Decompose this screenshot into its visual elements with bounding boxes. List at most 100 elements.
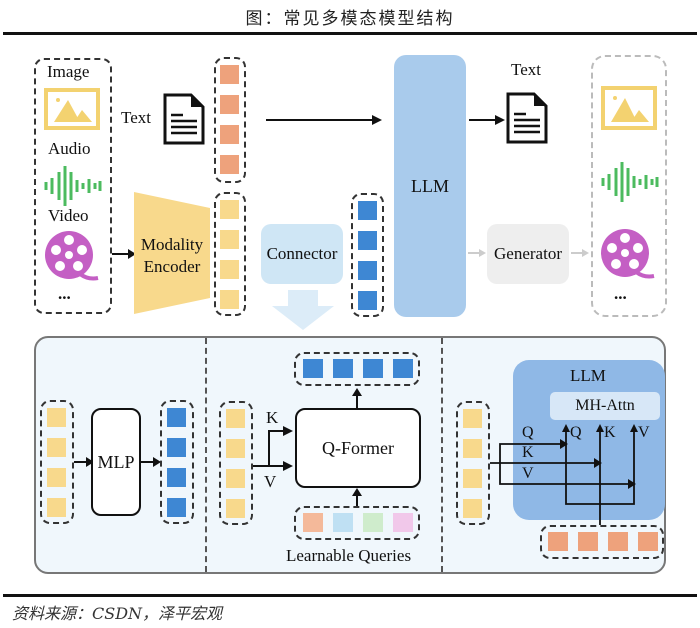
llm-token bbox=[333, 359, 353, 378]
qformer-block: Q-Former bbox=[295, 408, 421, 488]
llm-token bbox=[167, 438, 186, 457]
modality-encoder-shape bbox=[134, 192, 210, 314]
text-token bbox=[578, 532, 598, 551]
modality-token-group bbox=[214, 192, 246, 316]
source-note: 资料来源：CSDN，泽平宏观 bbox=[12, 604, 223, 623]
figure-title: 图：常见多模态模型结构 bbox=[245, 9, 455, 29]
panel-divider-1 bbox=[205, 338, 207, 572]
llm-token-group bbox=[351, 193, 384, 317]
mh-attn-label: MH-Attn bbox=[575, 397, 635, 414]
modality-token bbox=[220, 200, 239, 219]
llm-token bbox=[167, 468, 186, 487]
output-image-icon bbox=[601, 86, 657, 130]
bottom-rule bbox=[3, 594, 697, 597]
modality-token bbox=[226, 499, 245, 518]
text-input-label: Text bbox=[121, 108, 151, 127]
modality-encoder-label: Modality Encoder bbox=[136, 234, 208, 278]
llm-token bbox=[167, 498, 186, 517]
attn-llm-label: LLM bbox=[570, 366, 606, 385]
document-icon bbox=[163, 93, 205, 145]
modality-token bbox=[226, 409, 245, 428]
modality-token bbox=[463, 439, 482, 458]
llm-block: LLM bbox=[394, 55, 466, 317]
qformer-v-label: V bbox=[264, 472, 277, 491]
arrow-qformer-up bbox=[352, 388, 362, 408]
text-token bbox=[638, 532, 658, 551]
llm-token bbox=[358, 201, 377, 220]
mh-attn-block: MH-Attn bbox=[550, 392, 660, 420]
learnable-query-token bbox=[303, 513, 323, 532]
modality-token bbox=[47, 498, 66, 517]
arrow-queries-up bbox=[352, 488, 362, 508]
panel-divider-2 bbox=[441, 338, 443, 572]
llm-token bbox=[303, 359, 323, 378]
generator-label: Generator bbox=[494, 244, 562, 263]
attn-head-k-label: K bbox=[604, 424, 616, 441]
llm-token bbox=[167, 408, 186, 427]
llm-token bbox=[358, 261, 377, 280]
input-modalities-group bbox=[34, 58, 112, 314]
arrow-to-encoder bbox=[112, 249, 136, 259]
learnable-queries-group bbox=[294, 506, 420, 540]
modality-encoder-line1: Modality bbox=[140, 235, 204, 254]
modality-token bbox=[220, 260, 239, 279]
top-rule bbox=[3, 32, 697, 35]
mlp-block: MLP bbox=[91, 408, 141, 516]
connector-block: Connector bbox=[261, 224, 343, 284]
generator-block: Generator bbox=[487, 224, 569, 284]
qformer-k-label: K bbox=[266, 408, 279, 427]
modality-token bbox=[47, 468, 66, 487]
input-image-label: Image bbox=[47, 62, 90, 81]
arrow-llm-to-text bbox=[469, 115, 505, 125]
qformer-output-tokens bbox=[294, 352, 420, 386]
attn-llm-block bbox=[513, 360, 665, 520]
modality-token bbox=[220, 290, 239, 309]
text-token bbox=[548, 532, 568, 551]
text-token bbox=[608, 532, 628, 551]
attn-in-v-label: V bbox=[522, 465, 534, 482]
modality-token bbox=[226, 469, 245, 488]
text-token-group bbox=[214, 57, 246, 183]
modality-token bbox=[47, 438, 66, 457]
kv-arrows bbox=[253, 426, 293, 471]
modality-token bbox=[47, 408, 66, 427]
arrow-to-mlp bbox=[74, 457, 94, 467]
video-reel-icon bbox=[45, 231, 99, 281]
arrow-text-to-llm bbox=[266, 115, 382, 125]
modality-token bbox=[463, 469, 482, 488]
attn-head-v-label: V bbox=[638, 424, 650, 441]
text-output-label: Text bbox=[511, 60, 541, 79]
modality-token bbox=[463, 409, 482, 428]
qformer-input-tokens bbox=[219, 401, 253, 525]
arrow-from-mlp bbox=[141, 457, 161, 467]
qformer-label: Q-Former bbox=[322, 437, 394, 458]
learnable-query-token bbox=[363, 513, 383, 532]
attn-in-k-label: K bbox=[522, 444, 534, 461]
input-ellipsis: ... bbox=[58, 284, 71, 303]
output-ellipsis: ... bbox=[614, 284, 627, 303]
learnable-queries-label: Learnable Queries bbox=[286, 546, 412, 565]
text-token bbox=[220, 95, 239, 114]
output-video-reel-icon bbox=[601, 229, 655, 279]
modality-encoder-line2: Encoder bbox=[143, 257, 201, 276]
attn-in-q-label: Q bbox=[522, 424, 534, 441]
mlp-input-tokens bbox=[40, 400, 74, 524]
mlp-output-tokens bbox=[160, 400, 194, 524]
modality-token bbox=[226, 439, 245, 458]
connector-down-arrow bbox=[272, 290, 334, 330]
output-modalities-group bbox=[591, 55, 667, 317]
learnable-query-token bbox=[333, 513, 353, 532]
llm-token bbox=[363, 359, 383, 378]
connector-label: Connector bbox=[266, 244, 338, 263]
arrow-generator-to-outputs bbox=[571, 249, 589, 257]
modality-token bbox=[463, 499, 482, 518]
llm-token bbox=[358, 291, 377, 310]
llm-label: LLM bbox=[411, 175, 449, 196]
audio-waveform-icon bbox=[44, 166, 102, 206]
attn-head-q-label: Q bbox=[570, 424, 582, 441]
attn-input-tokens bbox=[456, 401, 490, 525]
arrow-llm-to-generator bbox=[468, 249, 486, 257]
text-token bbox=[220, 65, 239, 84]
attn-text-tokens bbox=[540, 525, 664, 559]
